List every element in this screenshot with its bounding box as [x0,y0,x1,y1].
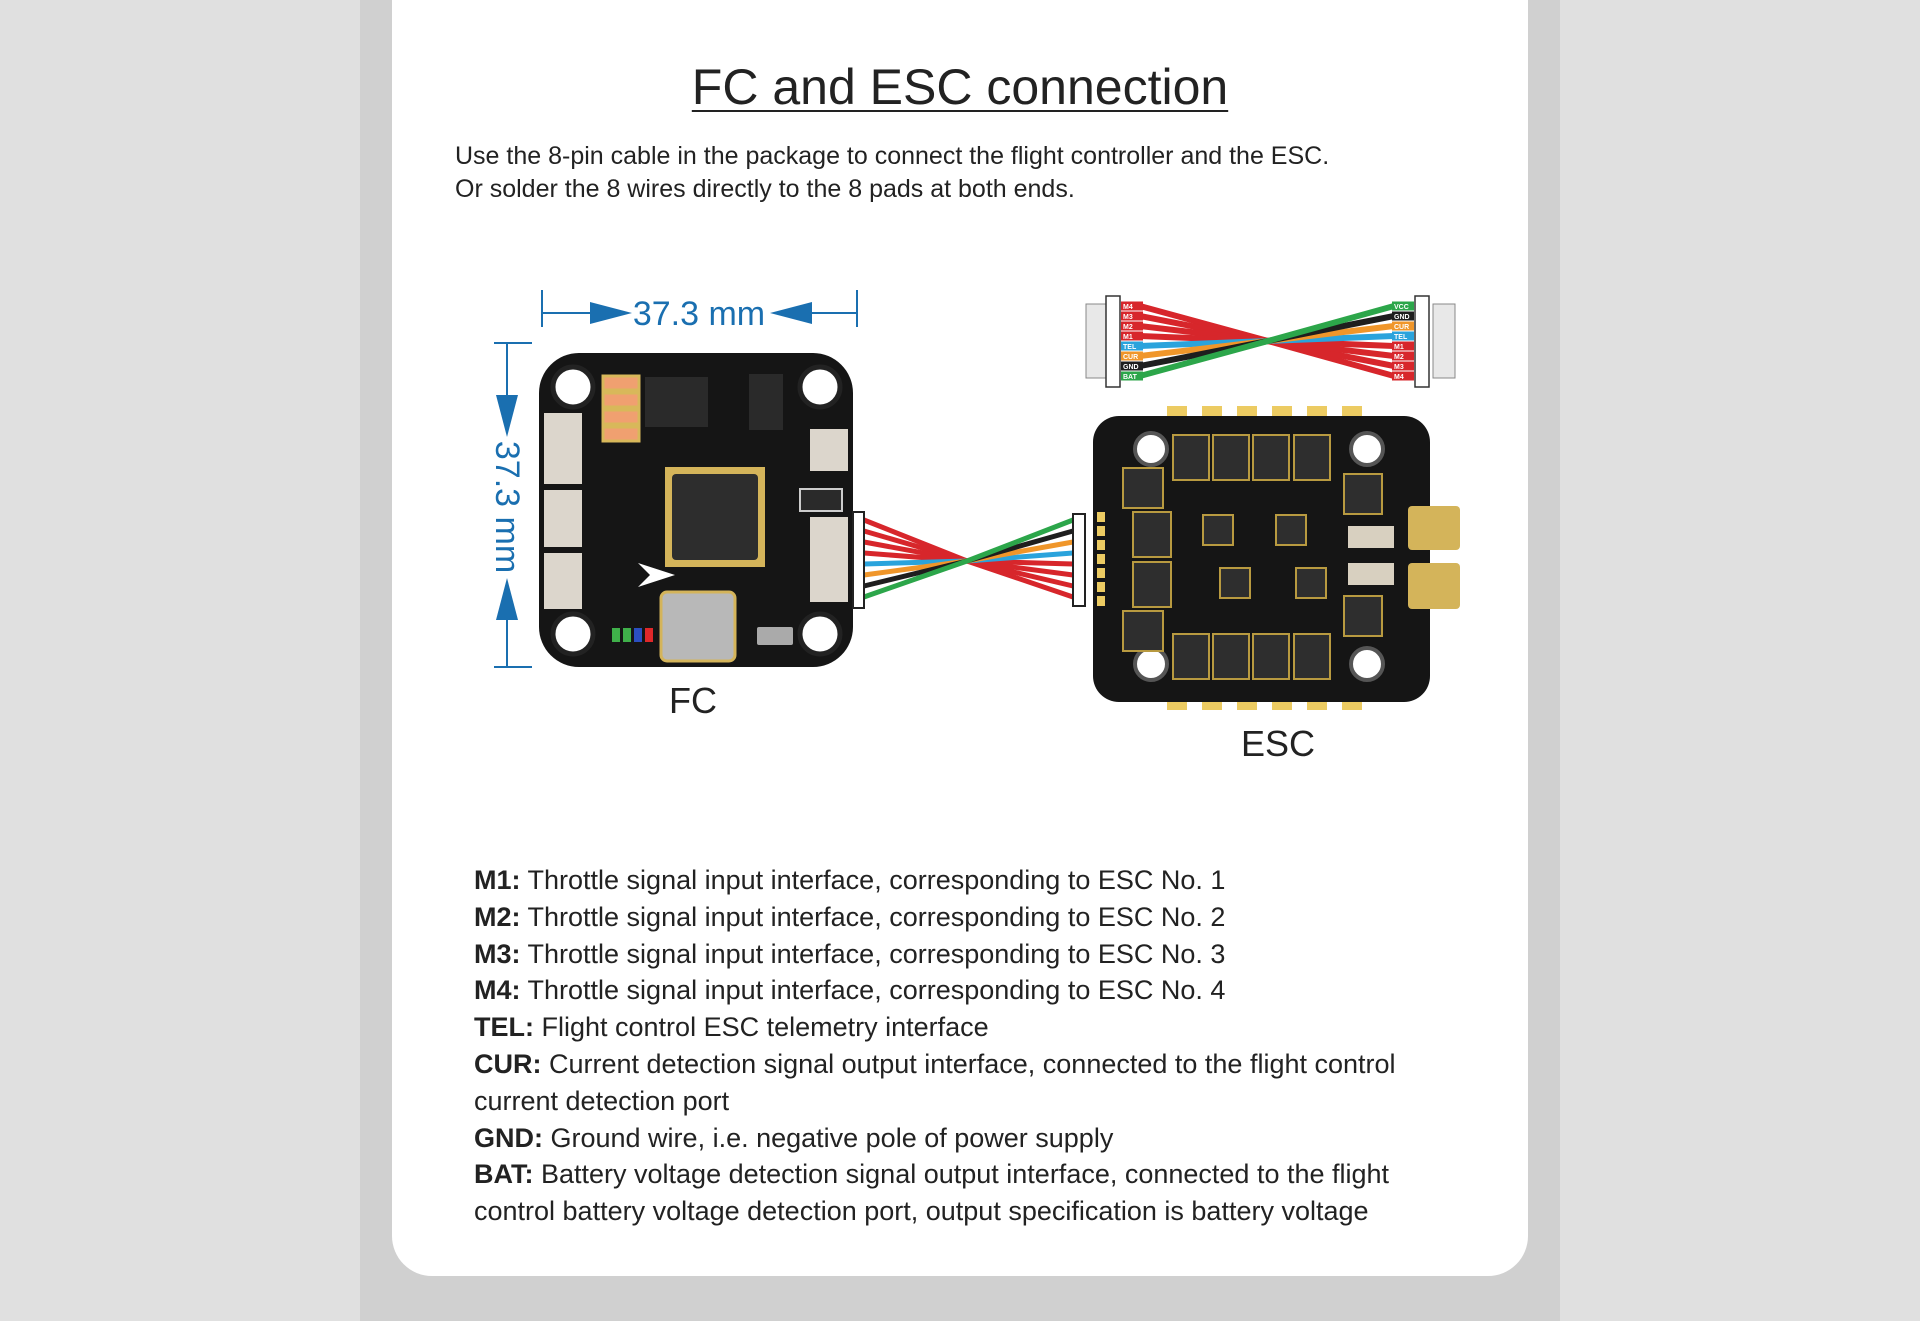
pin-tag [1392,371,1414,381]
fc-esc-cable [863,517,1074,600]
legend-text: Flight control ESC telemetry interface [534,1012,989,1043]
legend-key: M1: [474,865,521,895]
legend-text: Throttle signal input interface, corresp… [520,901,1226,932]
pin-tag [1121,321,1143,331]
pin-label: TEL [1394,334,1408,341]
pin-tag [1392,321,1414,331]
width-dimension: 37.3 mm [541,290,858,333]
legend-item: CUR: Current detection signal output int… [474,1046,1474,1120]
pin-tag [1392,341,1414,351]
fc-cable-plug [852,511,865,609]
pin-tag [1392,301,1414,311]
legend-text: Throttle signal input interface, corresp… [520,938,1226,969]
pin-tag [1392,311,1414,321]
pin-tag [1121,311,1143,321]
legend-item: TEL: Flight control ESC telemetry interf… [474,1009,1474,1046]
fc-chip [645,377,708,427]
legend-item: BAT: Battery voltage detection signal ou… [474,1156,1474,1230]
title-text: FC and ESC connection [691,59,1229,115]
legend-item: M4: Throttle signal input interface, cor… [474,972,1474,1009]
power-tabs [1408,506,1460,609]
pin-label: M1 [1394,344,1404,351]
pin-label: GND [1394,314,1410,321]
legend-item: GND: Ground wire, i.e. negative pole of … [474,1120,1474,1157]
cable-wire-bat [1139,303,1395,379]
height-dimension-label: 37.3 mm [488,441,526,573]
pin-label: M4 [1394,374,1404,381]
pin-tag [1121,341,1143,351]
legend-item: M1: Throttle signal input interface, cor… [474,862,1474,899]
pin-tag [1121,331,1143,341]
pin-tag [1392,331,1414,341]
mcu-chip [672,474,758,560]
cable-right-plug [1414,295,1430,388]
legend-text: Ground wire, i.e. negative pole of power… [543,1122,1114,1153]
wire-bat [863,517,1074,600]
pin-label: CUR [1123,354,1138,361]
esc-board [1093,406,1460,710]
pin-label: M3 [1394,364,1404,371]
legend-key: TEL: [474,1012,534,1043]
legend-item: M2: Throttle signal input interface, cor… [474,899,1474,936]
legend-text: Battery voltage detection signal output … [474,1159,1390,1227]
esc-capacitors [1348,526,1394,585]
pin-label: GND [1123,364,1139,371]
pin-label: M4 [1123,304,1133,311]
esc-cable-plug [1072,513,1086,607]
pin-tag [1121,301,1143,311]
legend-text: Throttle signal input interface, corresp… [520,975,1226,1006]
pin-label: M2 [1123,324,1133,331]
legend-key: BAT: [474,1159,534,1190]
logo-arrow-icon [638,563,675,587]
legend-text: Current detection signal output interfac… [474,1048,1396,1116]
mosfets [1122,434,1383,680]
fc-capacitors [601,374,641,443]
intro-line: Use the 8-pin cable in the package to co… [455,142,1330,170]
pin-tag [1121,371,1143,381]
width-dimension-label: 37.3 mm [633,295,765,333]
esc-signal-pads [1097,512,1105,606]
esc-label: ESC [1241,723,1316,764]
fc-label: FC [669,680,717,721]
pin-legend: M1: Throttle signal input interface, cor… [474,862,1474,1230]
usb-c-port [659,590,737,663]
pin-label: M2 [1394,354,1404,361]
legend-key: CUR: [474,1048,542,1079]
intro-text: Use the 8-pin cable in the package to co… [455,140,1329,206]
mounting-hole [1133,431,1385,682]
pin-tag [1392,361,1414,371]
pin-label: BAT [1123,374,1138,381]
fc-chip [749,374,783,430]
legend-item: M3: Throttle signal input interface, cor… [474,936,1474,973]
pin-label: M3 [1123,314,1133,321]
height-dimension: 37.3 mm [488,342,532,668]
cable-left-plug [1105,295,1121,388]
legend-key: GND: [474,1122,543,1153]
fc-board [539,353,853,667]
fc-connector [544,413,848,609]
legend-key: M4: [474,975,521,1006]
pin-label: CUR [1394,324,1409,331]
mounting-hole [550,364,843,657]
pin-label: M1 [1123,334,1133,341]
legend-key: M2: [474,901,521,932]
boot-button [757,627,793,645]
status-leds [612,628,653,642]
legend-text: Throttle signal input interface, corresp… [520,865,1226,895]
pin-label: TEL [1123,344,1137,351]
intro-line: Or solder the 8 wires directly to the 8 … [455,175,1075,203]
fc-diode [799,488,843,512]
pin-tag [1121,361,1143,371]
legend-key: M3: [474,938,521,969]
pin-label: VCC [1394,304,1409,311]
page-title: FC and ESC connection [392,58,1528,116]
pin-tag [1121,351,1143,361]
pin-tag [1392,351,1414,361]
